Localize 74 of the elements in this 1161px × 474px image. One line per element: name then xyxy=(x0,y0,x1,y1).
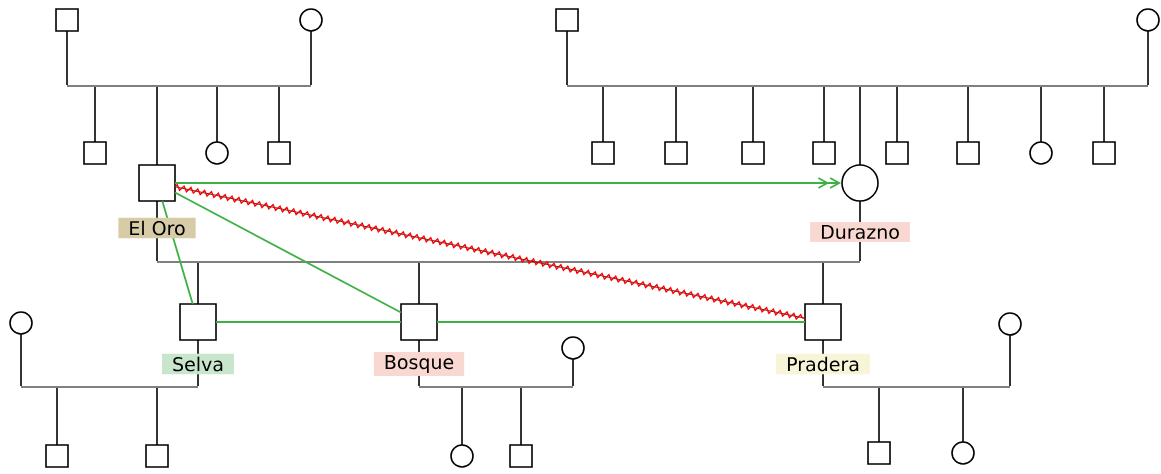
circle-symbol xyxy=(951,441,975,465)
descent-line xyxy=(94,86,96,143)
descent-line xyxy=(66,30,68,86)
descent-line xyxy=(878,387,880,443)
square-symbol xyxy=(812,141,836,165)
square-symbol xyxy=(179,303,217,341)
circle-symbol xyxy=(205,141,229,165)
relationship-line xyxy=(174,177,841,189)
relationship-line xyxy=(215,321,402,323)
square-symbol xyxy=(555,8,579,32)
descent-line xyxy=(310,30,312,86)
family-line xyxy=(567,85,1148,87)
square-symbol xyxy=(867,441,891,465)
descent-line xyxy=(822,262,824,305)
descent-line xyxy=(1009,334,1011,387)
descent-line xyxy=(156,86,158,166)
descent-line xyxy=(1040,86,1042,143)
descent-line xyxy=(1147,30,1149,86)
square-symbol xyxy=(591,141,615,165)
square-symbol xyxy=(45,444,69,468)
circle-symbol xyxy=(1136,8,1160,32)
name-label: Pradera xyxy=(776,353,870,375)
family-line xyxy=(67,85,311,87)
relationship-line xyxy=(174,191,402,314)
descent-line xyxy=(156,387,158,446)
name-label: Bosque xyxy=(373,352,465,376)
square-symbol xyxy=(400,303,438,341)
descent-line xyxy=(962,387,964,443)
descent-line xyxy=(20,333,22,387)
square-symbol xyxy=(55,8,79,32)
name-label: Selva xyxy=(162,353,234,375)
square-symbol xyxy=(83,141,107,165)
square-symbol xyxy=(138,164,176,202)
circle-symbol xyxy=(450,444,474,468)
name-label: Durazno xyxy=(810,221,910,243)
circle-symbol xyxy=(841,164,879,202)
square-symbol xyxy=(145,444,169,468)
descent-line xyxy=(418,262,420,305)
square-symbol xyxy=(664,141,688,165)
family-line xyxy=(21,386,198,388)
name-label: El Oro xyxy=(118,217,196,239)
descent-line xyxy=(675,86,677,143)
descent-line xyxy=(896,86,898,143)
descent-line xyxy=(572,358,574,387)
descent-line xyxy=(859,86,861,166)
circle-symbol xyxy=(9,311,33,335)
descent-line xyxy=(278,86,280,143)
descent-line xyxy=(602,86,604,143)
family-line xyxy=(823,386,1010,388)
conflict-line xyxy=(174,183,806,321)
square-symbol xyxy=(885,141,909,165)
circle-symbol xyxy=(998,312,1022,336)
descent-line xyxy=(216,86,218,143)
circle-symbol xyxy=(561,336,585,360)
descent-line xyxy=(823,86,825,143)
descent-line xyxy=(1103,86,1105,143)
descent-line xyxy=(461,387,463,446)
descent-line xyxy=(56,387,58,446)
descent-line xyxy=(752,86,754,143)
square-symbol xyxy=(1092,141,1116,165)
descent-line xyxy=(967,86,969,143)
descent-line xyxy=(566,30,568,86)
descent-line xyxy=(197,262,199,305)
square-symbol xyxy=(267,141,291,165)
relationship-line xyxy=(436,321,806,323)
square-symbol xyxy=(956,141,980,165)
family-line xyxy=(157,261,860,263)
circle-symbol xyxy=(1029,141,1053,165)
family-line xyxy=(419,386,573,388)
square-symbol xyxy=(741,141,765,165)
circle-symbol xyxy=(299,8,323,32)
square-symbol xyxy=(509,444,533,468)
square-symbol xyxy=(804,303,842,341)
descent-line xyxy=(520,387,522,446)
